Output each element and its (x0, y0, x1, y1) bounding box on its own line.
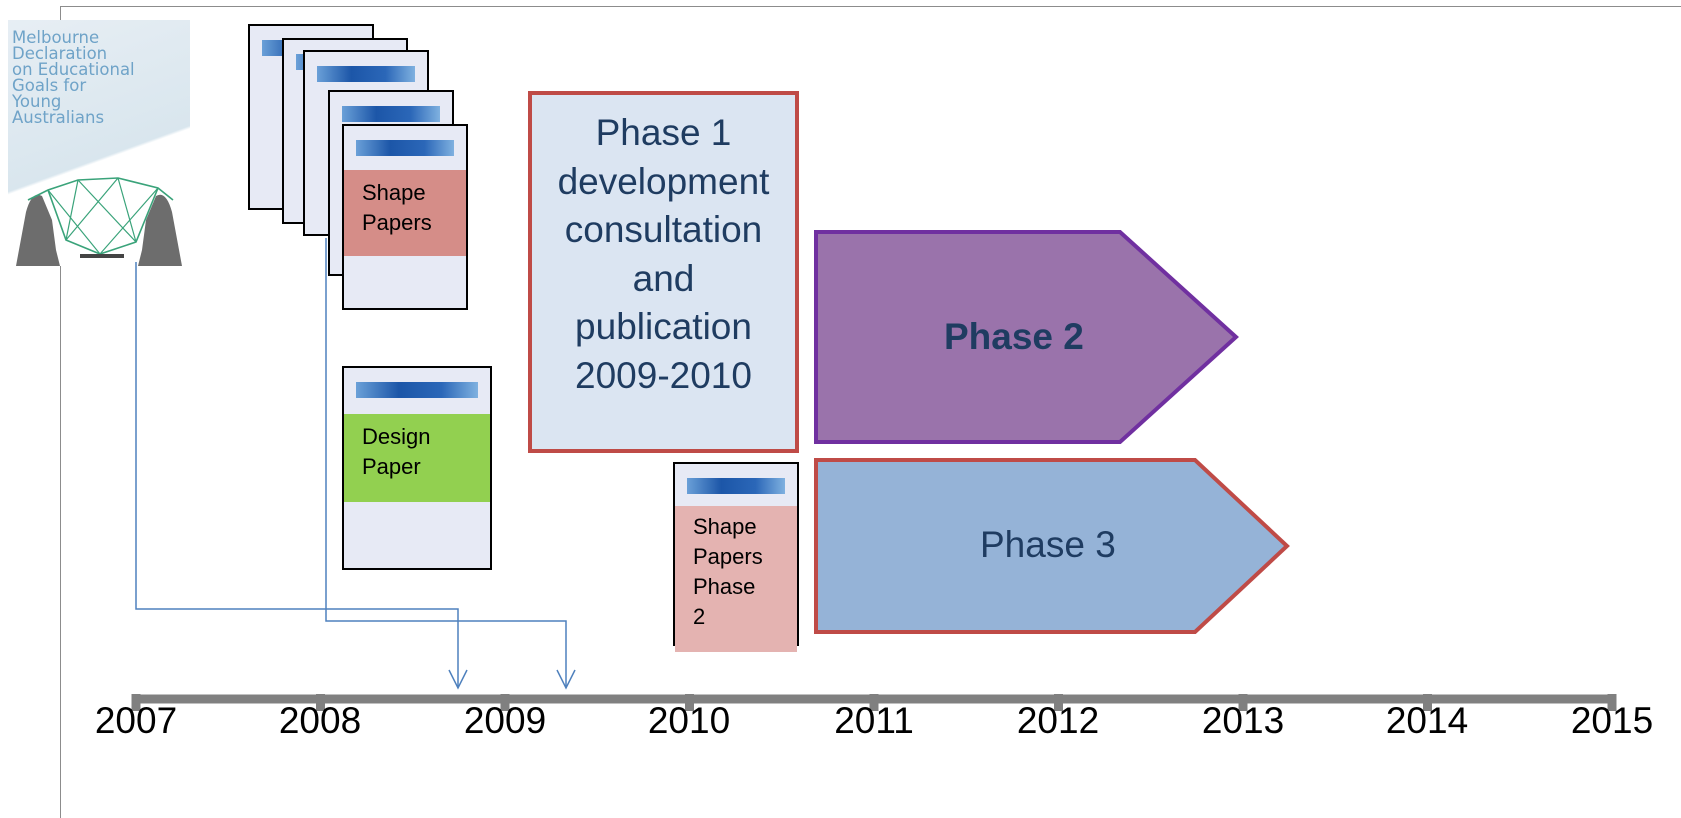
cover-title-line: Declaration (12, 44, 108, 63)
cover-title: Melbourne Declaration on Educational Goa… (12, 28, 182, 127)
year-tick-label: 2013 (1201, 700, 1285, 741)
year-tick-label: 2010 (647, 700, 731, 741)
shape-papers-document: Shape Papers (342, 124, 468, 310)
shape-papers-connector-line (325, 238, 567, 688)
hands-holding-network-icon (16, 177, 182, 266)
shape-papers-connector-arrowhead (556, 669, 576, 690)
phase3-arrow (814, 458, 1290, 634)
cover-connector-arrowhead (448, 669, 468, 690)
design-paper-label: Design Paper (344, 414, 490, 502)
shape-papers-phase2-label: Shape Papers Phase 2 (675, 506, 797, 652)
cover-title-line: Australians (12, 108, 105, 127)
design-paper-document: Design Paper (342, 366, 492, 570)
left-frame-line (60, 6, 61, 818)
document-header-band (356, 382, 478, 398)
top-frame-line (60, 6, 1681, 7)
document-header-band (356, 140, 454, 156)
year-tick-label: 2008 (278, 700, 362, 741)
year-tick-label: 2015 (1570, 700, 1654, 741)
cover-connector-line (135, 262, 459, 688)
cover-title-line: on Educational (12, 60, 135, 79)
document-header-band (687, 478, 785, 494)
year-tick-label: 2014 (1385, 700, 1469, 741)
phase1-box: Phase 1 development consultation and pub… (528, 91, 799, 453)
phase2-arrow (814, 230, 1239, 444)
year-tick-label: 2012 (1016, 700, 1100, 741)
cover-title-line: Goals for (12, 76, 87, 95)
phase3-label: Phase 3 (980, 524, 1116, 565)
year-tick-label: 2011 (834, 700, 914, 741)
year-tick-label: 2009 (463, 700, 547, 741)
shape-papers-phase2-document: Shape Papers Phase 2 (673, 462, 799, 652)
melbourne-declaration-cover: Melbourne Declaration on Educational Goa… (8, 20, 190, 266)
phase1-text: Phase 1 development consultation and pub… (557, 112, 770, 396)
cover-title-line: Melbourne (12, 28, 100, 47)
cover-title-line: Young (12, 92, 62, 111)
year-tick-label: 2007 (94, 700, 178, 741)
phase2-label: Phase 2 (944, 316, 1084, 357)
shape-papers-label: Shape Papers (344, 170, 466, 256)
